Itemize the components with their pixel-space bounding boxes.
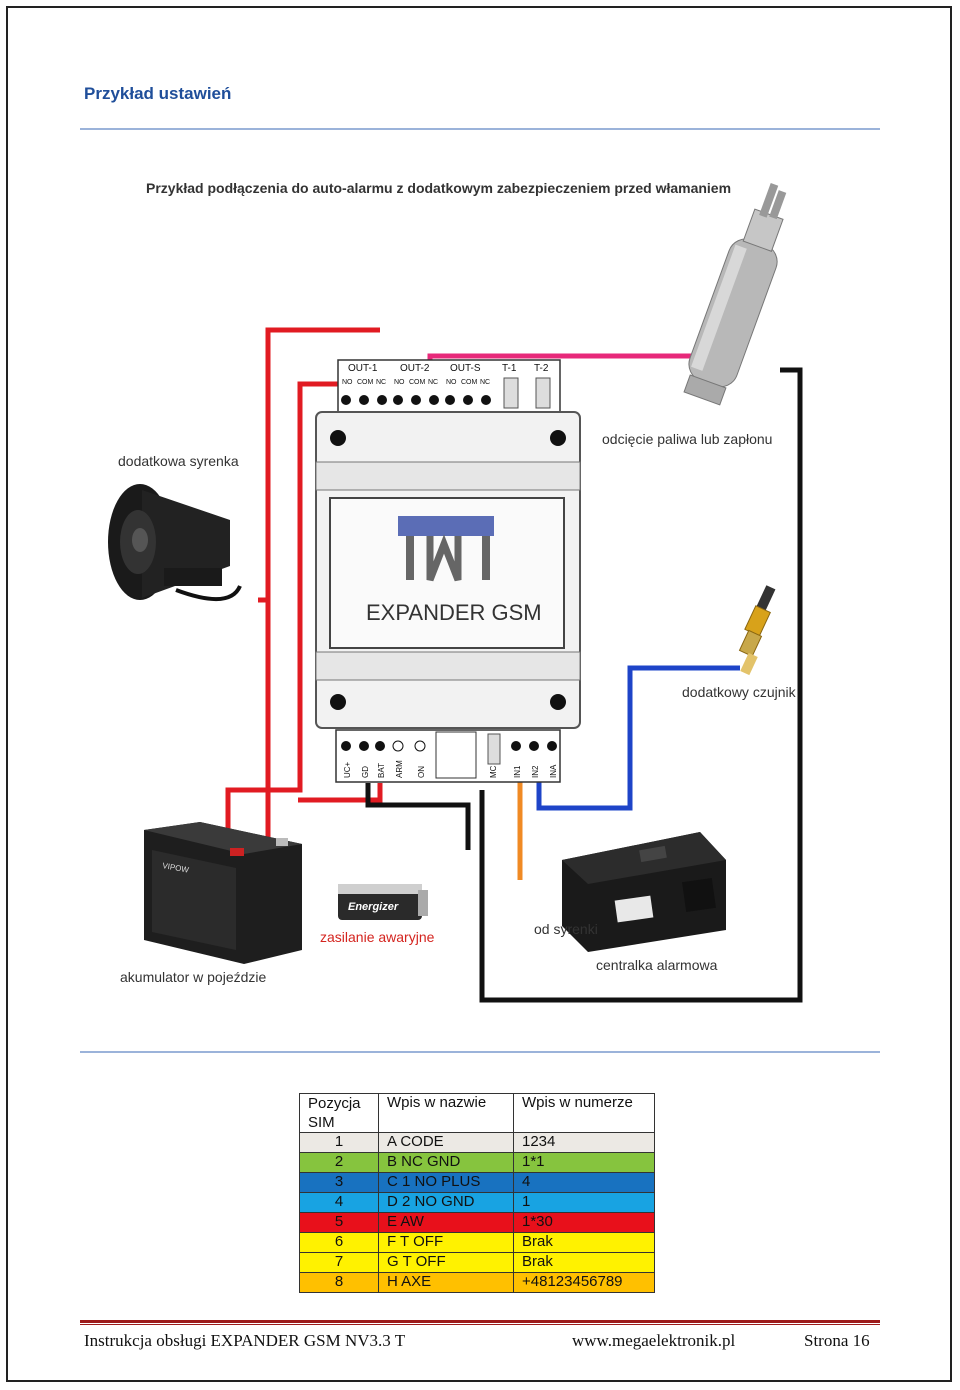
- svg-text:MC: MC: [489, 765, 498, 778]
- backup-battery-icon: Energizer: [338, 884, 428, 920]
- row-position: 6: [299, 1232, 379, 1253]
- row-number: Brak: [513, 1232, 655, 1253]
- row-name: A CODE: [378, 1132, 514, 1153]
- svg-text:NO: NO: [342, 379, 353, 386]
- page-border: [6, 6, 952, 1382]
- svg-text:COM: COM: [357, 379, 374, 386]
- footer-manual-title: Instrukcja obsługi EXPANDER GSM NV3.3 T: [84, 1331, 406, 1350]
- svg-text:IN2: IN2: [531, 765, 540, 778]
- backup-power-label: zasilanie awaryjne: [320, 929, 435, 945]
- header-number: Wpis w numerze: [513, 1093, 655, 1133]
- svg-text:NC: NC: [376, 379, 386, 386]
- page-title: Przykład ustawień: [84, 84, 232, 103]
- expander-gsm-module: EXPANDER GSM: [315, 411, 581, 729]
- row-number: 1*30: [513, 1212, 655, 1233]
- svg-text:NC: NC: [428, 379, 438, 386]
- footer-rule-thin: [80, 1324, 880, 1325]
- group-t2: T-2: [534, 363, 549, 374]
- svg-text:COM: COM: [461, 379, 478, 386]
- row-number: 1*1: [513, 1152, 655, 1173]
- group-t1: T-1: [502, 363, 517, 374]
- backup-battery-brand: Energizer: [348, 901, 399, 913]
- row-position: 3: [299, 1172, 379, 1193]
- row-number: 1234: [513, 1132, 655, 1153]
- group-out1: OUT-1: [348, 363, 378, 374]
- footer-website: www.megaelektronik.pl: [572, 1331, 736, 1350]
- sim-table: Pozycja SIM Wpis w nazwie Wpis w numerze…: [299, 1093, 655, 1293]
- alarm-unit-label: centralka alarmowa: [596, 957, 718, 973]
- extra-sensor-label: dodatkowy czujnik: [682, 684, 797, 700]
- from-siren-label: od syrenki: [534, 921, 598, 937]
- diagram-heading: Przykład podłączenia do auto-alarmu z do…: [146, 180, 731, 196]
- row-name: B NC GND: [378, 1152, 514, 1173]
- group-outs: OUT-S: [450, 363, 481, 374]
- fuel-cutoff-label: odcięcie paliwa lub zapłonu: [602, 431, 772, 447]
- footer-page-number: Strona 16: [804, 1331, 870, 1350]
- battery-label: akumulator w pojeździe: [120, 969, 267, 985]
- svg-text:NO: NO: [446, 379, 457, 386]
- row-name: F T OFF: [378, 1232, 514, 1253]
- row-name: E AW: [378, 1212, 514, 1233]
- row-number: 4: [513, 1172, 655, 1193]
- device-name: EXPANDER GSM: [366, 600, 542, 625]
- group-out2: OUT-2: [400, 363, 430, 374]
- car-battery-icon: VIPOW: [144, 822, 302, 964]
- row-name: H AXE: [378, 1272, 514, 1293]
- sim-table-header: Pozycja SIM Wpis w nazwie Wpis w numerze: [299, 1093, 655, 1133]
- svg-text:NC: NC: [480, 379, 490, 386]
- svg-text:GD: GD: [361, 766, 370, 778]
- fuel-pump-icon: [683, 182, 787, 406]
- mid-rule: [80, 1051, 880, 1053]
- svg-text:ON: ON: [417, 766, 426, 778]
- siren-icon: [108, 484, 242, 602]
- siren-label: dodatkowa syrenka: [118, 453, 239, 469]
- row-position: 2: [299, 1152, 379, 1173]
- svg-text:IN1: IN1: [513, 765, 522, 778]
- header-position: Pozycja SIM: [299, 1093, 379, 1133]
- svg-text:ARM: ARM: [395, 760, 404, 778]
- header-name: Wpis w nazwie: [378, 1093, 514, 1133]
- row-name: G T OFF: [378, 1252, 514, 1273]
- svg-text:BAT: BAT: [377, 763, 386, 778]
- row-position: 5: [299, 1212, 379, 1233]
- row-number: +48123456789: [513, 1272, 655, 1293]
- svg-text:INA: INA: [549, 764, 558, 778]
- row-name: C 1 NO PLUS: [378, 1172, 514, 1193]
- footer-rule: [80, 1320, 880, 1323]
- top-rule: [80, 128, 880, 130]
- row-position: 1: [299, 1132, 379, 1153]
- alarm-unit-icon: [562, 832, 726, 952]
- row-number: 1: [513, 1192, 655, 1213]
- svg-text:NO: NO: [394, 379, 405, 386]
- row-name: D 2 NO GND: [378, 1192, 514, 1213]
- row-number: Brak: [513, 1252, 655, 1273]
- svg-text:COM: COM: [409, 379, 426, 386]
- row-position: 4: [299, 1192, 379, 1213]
- wiring-diagram: Przykład podłączenia do auto-alarmu z do…: [80, 160, 880, 1030]
- sensor-icon: [738, 585, 776, 676]
- row-position: 8: [299, 1272, 379, 1293]
- row-position: 7: [299, 1252, 379, 1273]
- svg-text:UC+: UC+: [343, 761, 352, 778]
